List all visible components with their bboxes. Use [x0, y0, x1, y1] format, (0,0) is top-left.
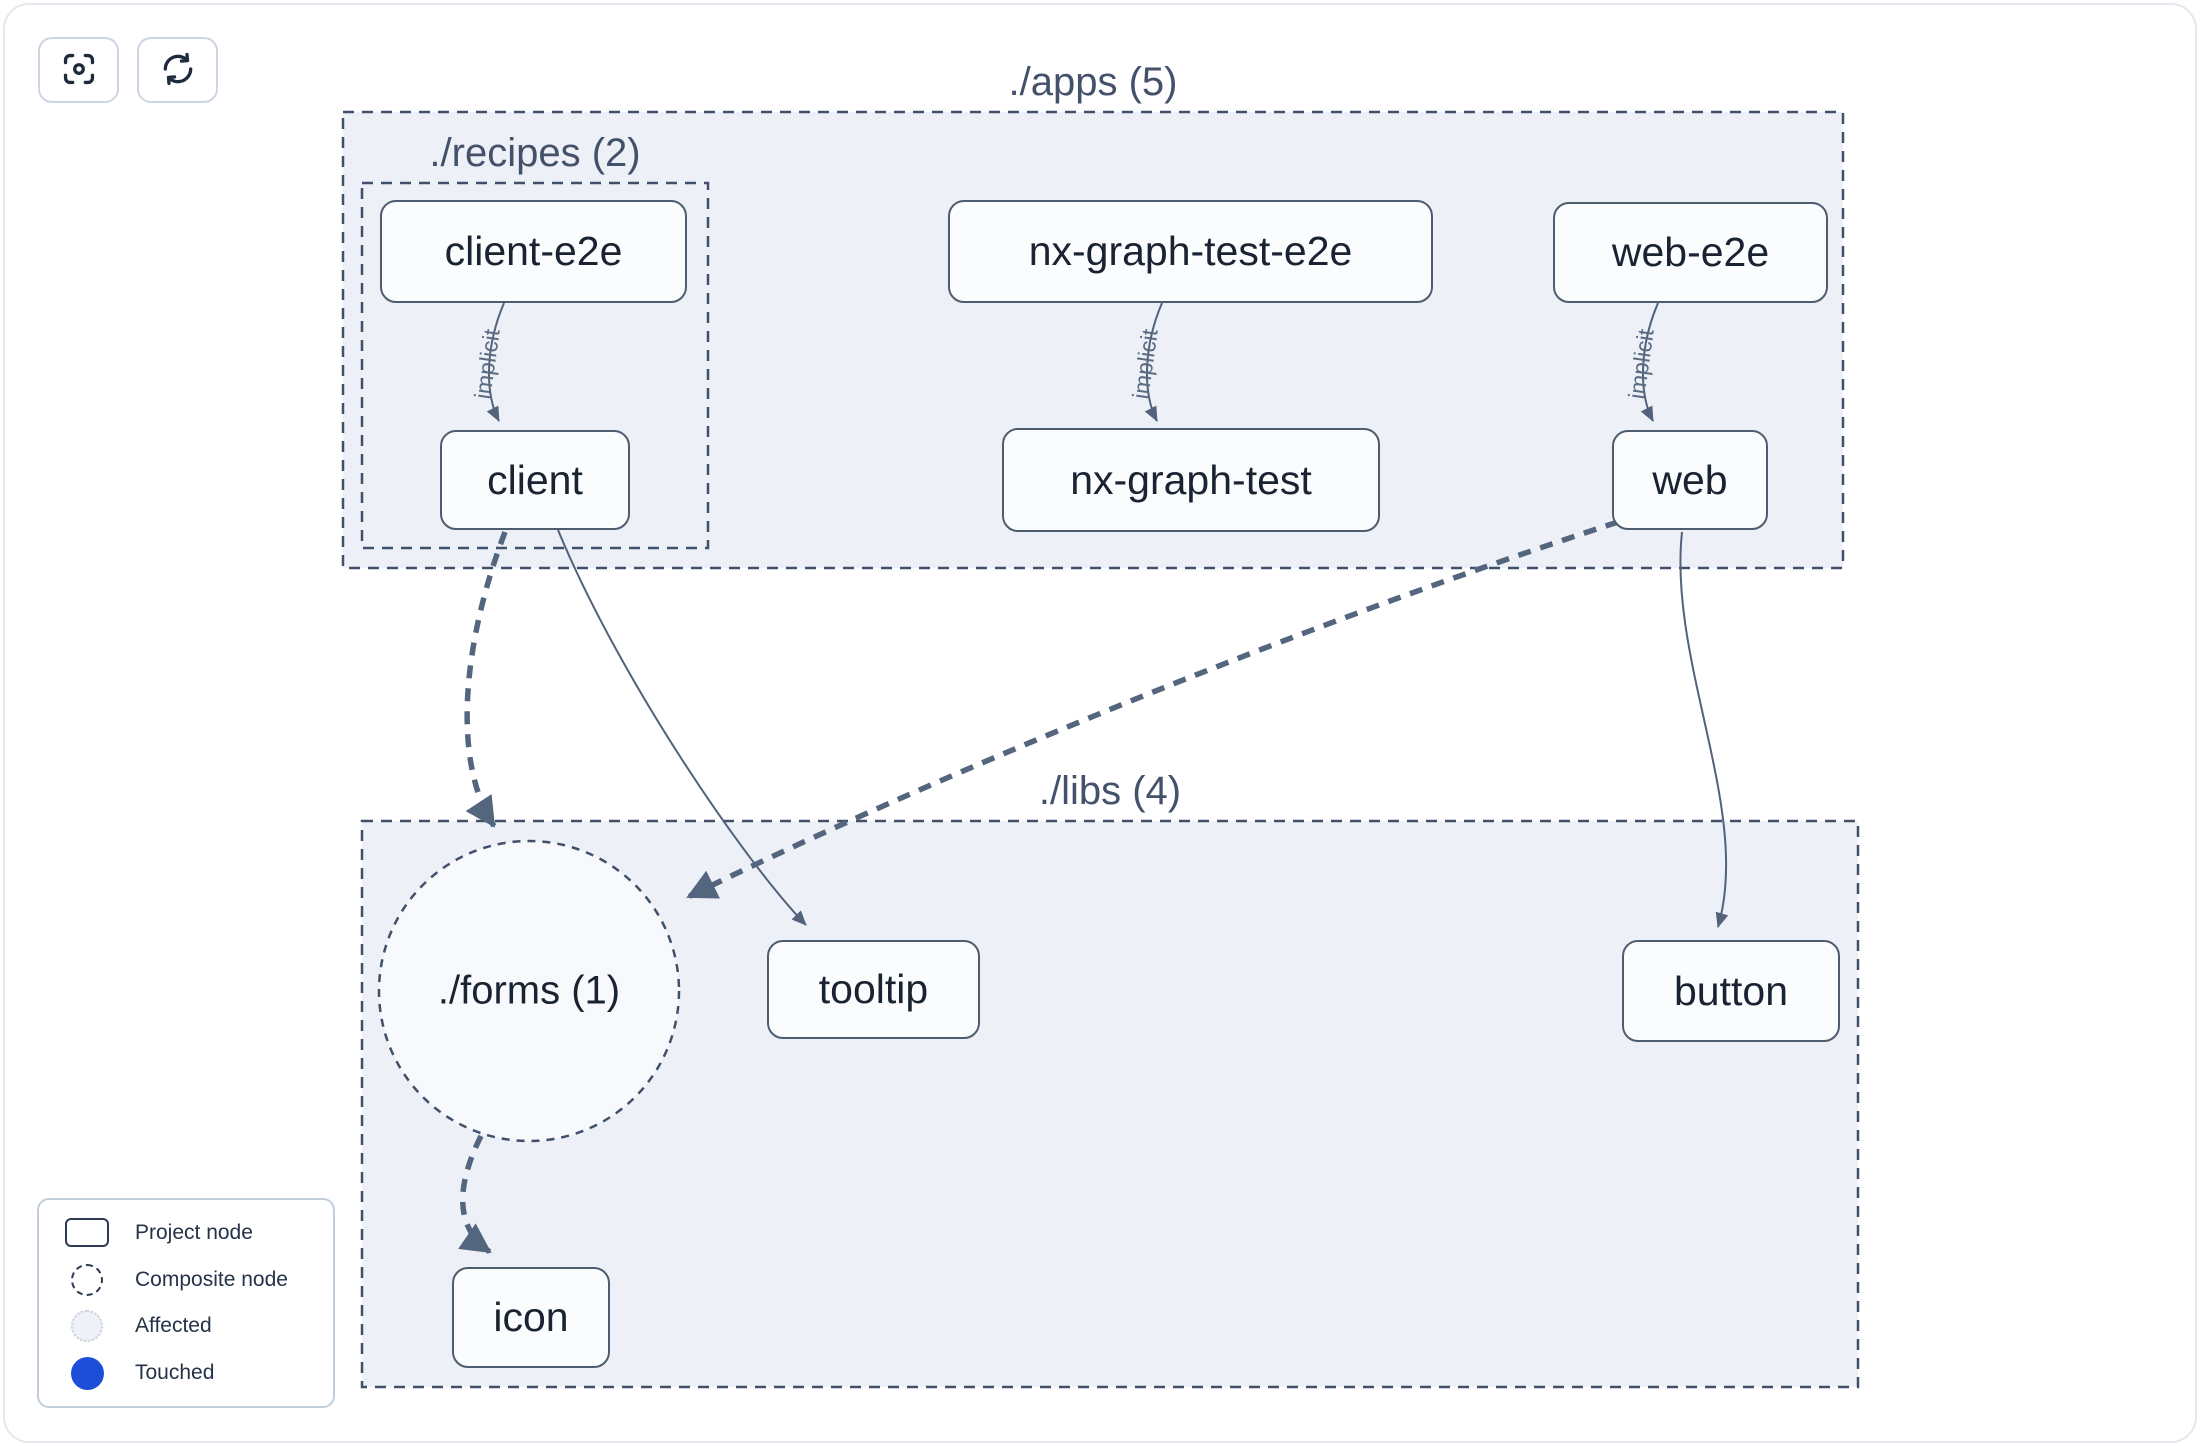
group-label-recipes: ./recipes (2)	[429, 131, 641, 175]
project-node-swatch	[65, 1218, 109, 1248]
legend-row-affected: Affected	[39, 1304, 333, 1348]
node-client-e2e[interactable]: client-e2e	[380, 200, 687, 303]
zoom-to-fit-icon	[60, 50, 98, 91]
node-web-e2e[interactable]: web-e2e	[1553, 202, 1828, 303]
edge-client-to-tooltip	[557, 529, 807, 926]
legend: Project node Composite node Affected Tou…	[37, 1198, 335, 1408]
edge-web-to-forms	[686, 519, 1619, 900]
legend-row-touched: Touched	[39, 1351, 333, 1395]
legend-row-project-node: Project node	[39, 1211, 333, 1255]
node-nx-graph-test-e2e[interactable]: nx-graph-test-e2e	[948, 200, 1433, 303]
node-nx-graph-test[interactable]: nx-graph-test	[1002, 428, 1380, 532]
refresh-icon	[159, 50, 197, 91]
affected-swatch	[71, 1310, 103, 1343]
edge-forms-to-icon	[458, 1134, 492, 1255]
node-icon[interactable]: icon	[452, 1267, 610, 1368]
group-label-libs: ./libs (4)	[1038, 769, 1182, 813]
legend-label-composite-node: Composite node	[135, 1267, 288, 1291]
legend-label-affected: Affected	[135, 1314, 212, 1338]
node-client[interactable]: client	[440, 430, 630, 530]
touched-swatch	[70, 1356, 104, 1390]
edge-web-e2e-to-web	[1640, 302, 1659, 422]
node-web[interactable]: web	[1612, 430, 1768, 530]
group-label-apps: ./apps (5)	[1008, 60, 1178, 104]
group-recipes-rect	[360, 181, 710, 550]
edge-client-e2e-to-client	[486, 302, 505, 422]
node-button[interactable]: button	[1622, 940, 1840, 1042]
edge-nx-graph-test-e2e-to-nx-graph-test	[1144, 302, 1163, 422]
composite-node-forms-label: ./forms (1)	[437, 968, 621, 1013]
legend-label-project-node: Project node	[135, 1220, 253, 1244]
composite-node-swatch	[71, 1263, 103, 1296]
refresh-button[interactable]	[137, 37, 218, 103]
legend-label-touched: Touched	[135, 1361, 215, 1385]
edge-web-to-button	[1679, 531, 1729, 928]
node-tooltip[interactable]: tooltip	[767, 940, 980, 1039]
legend-row-composite-node: Composite node	[39, 1258, 333, 1302]
composite-node-forms[interactable]	[377, 839, 681, 1143]
zoom-to-fit-button[interactable]	[38, 37, 119, 103]
edge-client-to-forms	[464, 531, 508, 828]
